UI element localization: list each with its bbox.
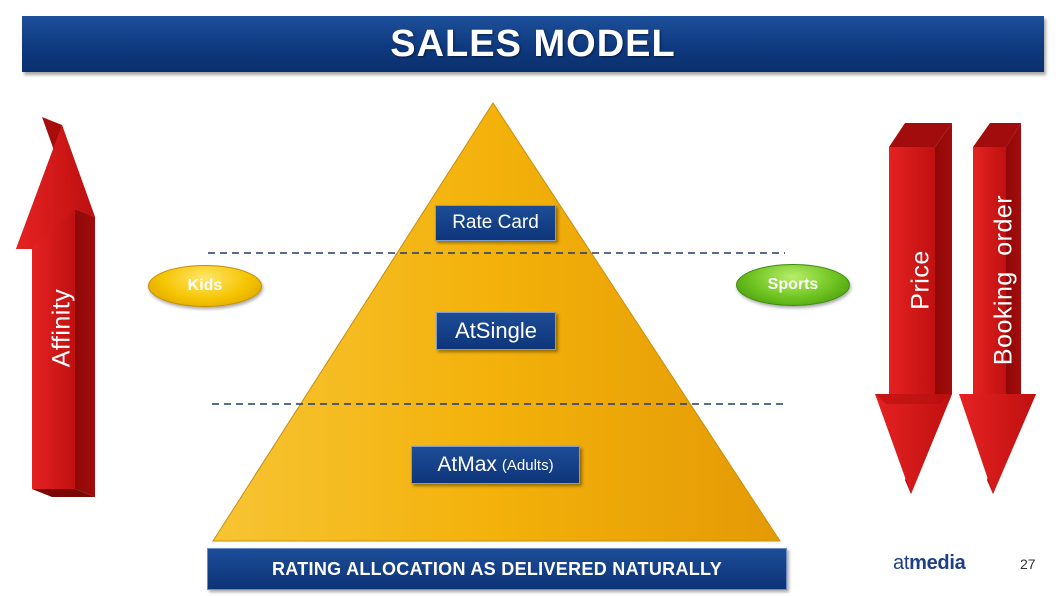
affinity-arrow-icon bbox=[16, 117, 95, 497]
tier-atsingle: AtSingle bbox=[436, 312, 556, 350]
kids-text: Kids bbox=[187, 277, 223, 294]
kids-label: Kids bbox=[148, 265, 262, 307]
affinity-label: Affinity bbox=[47, 288, 76, 368]
tier-label: AtMax bbox=[437, 453, 497, 476]
sports-text: Sports bbox=[767, 276, 819, 293]
rating-allocation-banner: RATING ALLOCATION AS DELIVERED NATURALLY bbox=[207, 548, 787, 590]
banner-text: RATING ALLOCATION AS DELIVERED NATURALLY bbox=[272, 558, 722, 579]
tier-atmax: AtMax (Adults) bbox=[411, 446, 580, 484]
booking-order-arrow-icon bbox=[959, 123, 1036, 494]
price-label: Price bbox=[906, 250, 935, 310]
logo-suffix: media bbox=[909, 552, 966, 574]
tier-label: AtSingle bbox=[455, 318, 537, 343]
tier-label: Rate Card bbox=[452, 212, 539, 233]
page-title: SALES MODEL bbox=[390, 22, 676, 65]
tier-rate-card: Rate Card bbox=[435, 205, 556, 241]
title-bar: SALES MODEL bbox=[22, 16, 1044, 72]
logo-prefix: at bbox=[893, 552, 910, 574]
tier-sublabel: (Adults) bbox=[501, 456, 554, 474]
page-number: 27 bbox=[1020, 556, 1036, 572]
price-arrow-icon bbox=[875, 123, 952, 494]
sports-label: Sports bbox=[736, 264, 850, 306]
atmedia-logo: atmedia bbox=[893, 552, 966, 575]
booking-order-label: Booking order bbox=[989, 194, 1018, 366]
